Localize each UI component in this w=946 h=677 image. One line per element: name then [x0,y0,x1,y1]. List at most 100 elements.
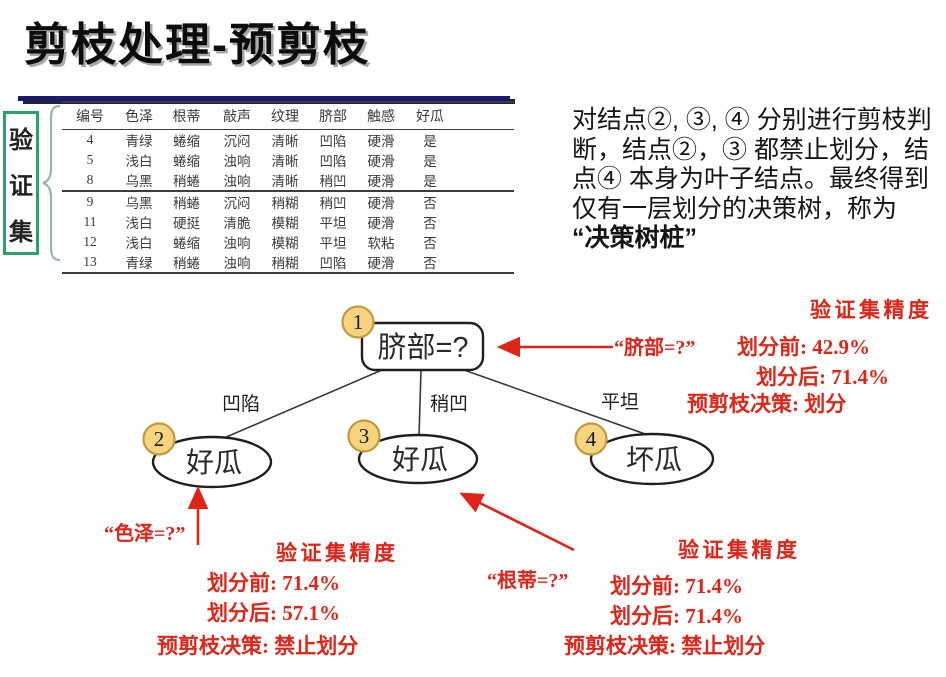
paragraph-line: 仅有一层划分的决策树，称为 [572,194,898,223]
node2-annotation-decision: 预剪枝决策: 禁止划分 [157,634,359,658]
decision-tree-diagram: 凹陷 稍凹 平坦 脐部=? 1 好瓜 2 好瓜 3 坏瓜 4 [142,305,715,552]
leaf-3-label: 好瓜 [392,444,448,475]
table-cell: 是 [423,173,437,189]
table-cell: 软粘 [367,235,395,251]
table-cell: 浅白 [125,235,153,251]
root-number: 1 [353,310,364,334]
root-annotation-after: 划分后: 71.4% [756,365,889,389]
leaf-node-4 [589,432,715,486]
table-cell: 硬滑 [357,189,405,212]
table-cell: 青绿 [125,255,153,271]
table-cell: 稍糊 [271,255,299,271]
page-title: 剪枝处理-预剪枝 [24,19,370,70]
node3-annotation-after: 划分后: 71.4% [610,604,743,628]
table-cell: 是 [423,133,437,149]
node2-annotation-attr: “色泽=?” [104,523,186,545]
leaf-4-number-badge [574,422,608,456]
table-cell [455,212,514,232]
node2-annotation-after: 划分后: 57.1% [207,601,340,625]
table-cell: 沉闷 [223,133,251,149]
col-header: 敲声 [213,102,261,130]
validation-set-box: 验 证 集 [3,111,39,255]
table-cell: 硬滑 [367,153,395,169]
table-cell: 乌黑 [118,189,160,212]
table-cell: 浅白 [125,215,153,231]
tree-edge-middle [418,369,422,437]
curly-brace-icon [42,104,61,262]
root-number-badge [341,305,375,339]
node3-annotation-before: 划分前: 71.4% [610,574,743,598]
table-cell: 蜷缩 [173,153,200,169]
leaf-4-label: 坏瓜 [626,444,682,475]
explanation-paragraph: 对结点②, ③, ④ 分别进行剪枝判 断，结点②，③ 都禁止划分，结 点④ 本身… [572,106,932,254]
validation-char: 证 [9,173,33,200]
table-cell: 稍凹 [309,189,357,212]
table-cell: 稍蜷 [173,173,200,189]
leaf-3-number-badge [347,419,381,453]
root-annotation-attr: “脐部=?” [614,337,696,359]
leaf-4-number: 4 [586,427,597,451]
col-header: 色泽 [118,102,160,130]
table-cell: 稍蜷 [160,189,213,212]
leaf-3-number: 3 [359,424,370,448]
root-annotation-before: 划分前: 42.9% [737,335,870,359]
table-cell: 硬滑 [367,215,395,231]
table-cell: 清晰 [271,173,299,189]
leaf-node-2 [151,435,273,489]
root-annotation-heading: 验证集精度 [810,298,933,322]
table-header-row: 编号 色泽 根蒂 敲声 纹理 脐部 触感 好瓜 [62,102,514,130]
node3-annotation-heading: 验证集精度 [678,538,801,562]
table-cell: 否 [423,215,437,231]
table-cell: 模糊 [271,215,299,231]
edge-label-flat: 平坦 [601,391,639,413]
table-cell: 稍糊 [261,189,309,212]
arrow-to-leaf3-icon [459,492,575,552]
table-cell [455,129,514,150]
table-cell: 是 [423,153,437,169]
table-cell: 否 [405,189,455,212]
table-cell: 硬滑 [367,133,395,149]
node3-annotation-decision: 预剪枝决策: 禁止划分 [564,634,766,658]
tree-edge-left [223,369,383,439]
col-header: 编号 [62,102,118,130]
root-node-label: 脐部=? [377,331,468,364]
col-header: 根蒂 [160,102,213,130]
table-cell: 否 [423,255,437,271]
node2-annotation-before: 划分前: 71.4% [207,571,340,595]
leaf-2-number-badge [142,422,176,456]
table-cell: 清晰 [271,133,299,149]
table-cell: 凹陷 [319,133,347,149]
root-annotation-decision: 预剪枝决策: 划分 [687,392,847,416]
paragraph-line: 点④ 本身为叶子结点。最终得到 [572,165,929,193]
table-cell: 青绿 [125,133,153,149]
table-cell: 乌黑 [125,173,153,189]
table-cell: 平坦 [319,235,347,251]
table-cell: 蜷缩 [173,235,200,251]
table-cell: 稍凹 [319,173,347,189]
paragraph-line: 断，结点②，③ 都禁止划分，结 [572,135,929,164]
col-header: 纹理 [261,102,309,130]
leaf-node-3 [357,433,479,485]
col-header: 触感 [357,102,405,130]
table-cell: 5 [86,151,94,167]
edge-label-slightly-concave: 稍凹 [430,393,468,415]
table-cell: 清晰 [271,153,299,169]
table-cell: 稍蜷 [173,255,200,271]
table-cell: 模糊 [271,235,299,251]
table-cell: 硬滑 [367,255,395,271]
node3-annotation-attr: “根蒂=?” [487,570,569,592]
table-cell [455,189,514,212]
leaf-2-label: 好瓜 [186,447,242,478]
table-cell: 浊响 [223,235,251,251]
col-header: 脐部 [309,102,357,130]
table-cell: 浊响 [223,153,251,169]
table-cell: 沉闷 [213,189,261,212]
table-cell: 9 [62,189,118,212]
